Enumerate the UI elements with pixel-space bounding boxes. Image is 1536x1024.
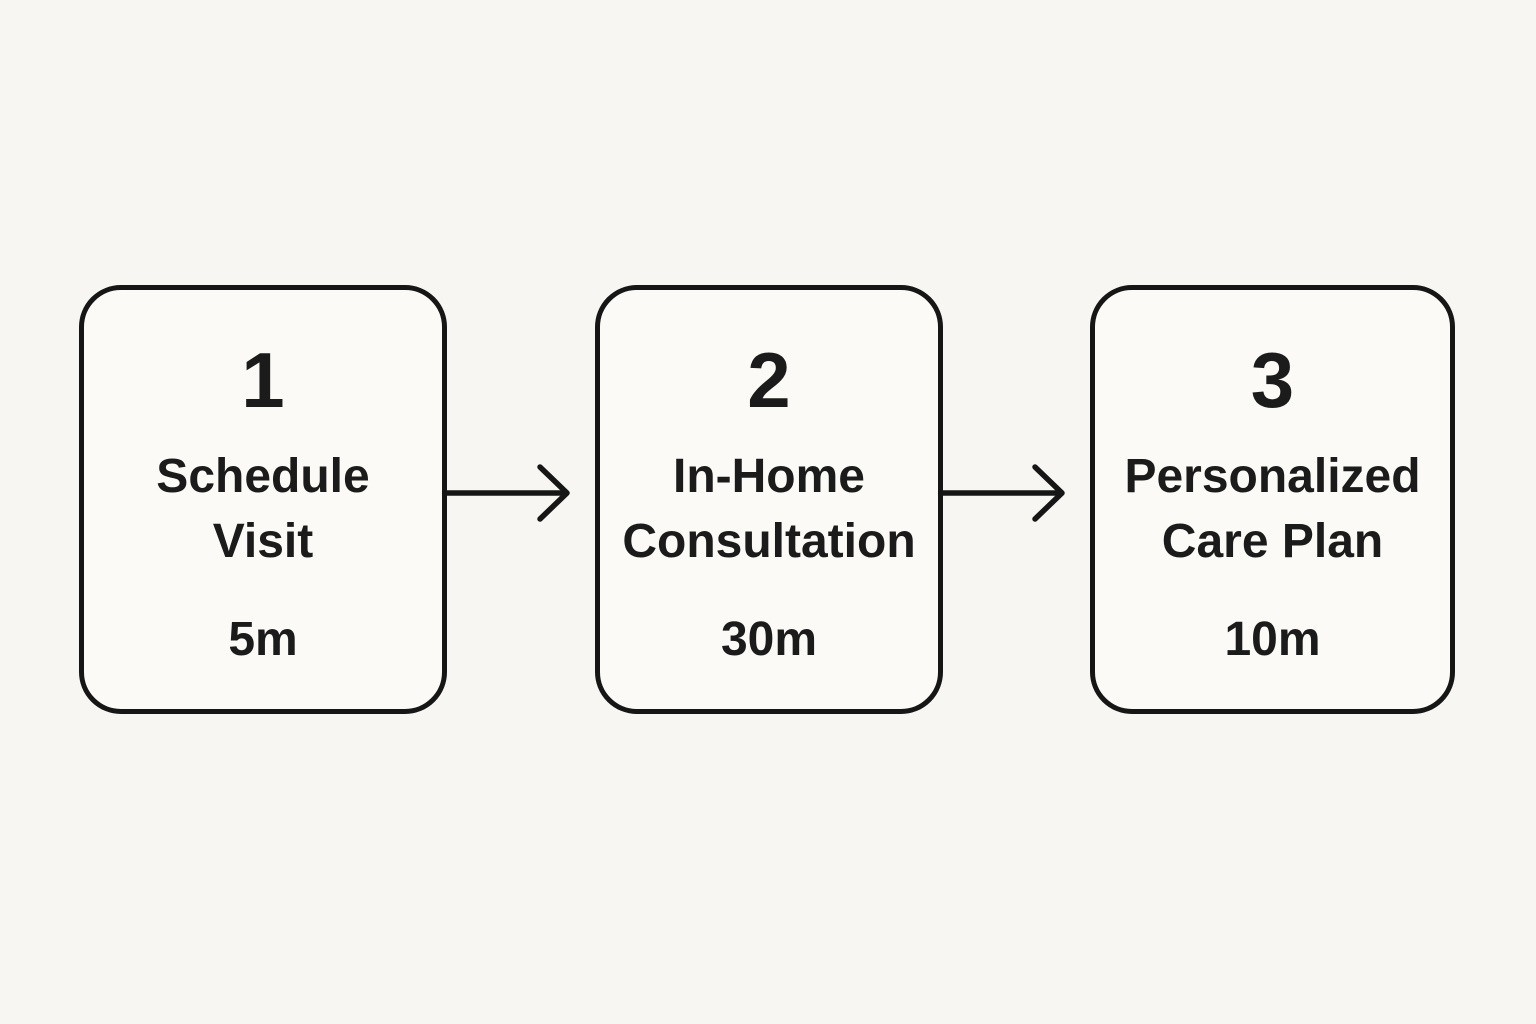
step-title: Schedule Visit	[156, 449, 370, 568]
right-arrow-icon	[447, 433, 595, 553]
step-box-schedule-visit: 1 Schedule Visit 5m	[79, 285, 447, 714]
step-box-personalized-care-plan: 3 Personalized Care Plan 10m	[1090, 285, 1455, 714]
step-number: 2	[747, 335, 791, 424]
step-duration: 30m	[720, 613, 818, 667]
right-arrow-icon	[942, 433, 1090, 553]
step-box-in-home-consultation: 2 In-Home Consultation 30m	[595, 285, 943, 714]
step-number: 3	[1250, 335, 1295, 424]
step-duration: 10m	[1224, 613, 1321, 667]
step-title: In-Home Consultation	[622, 449, 916, 568]
step-title: Personalized Care Plan	[1124, 449, 1421, 568]
step-duration: 5m	[228, 613, 298, 667]
step-number: 1	[241, 335, 285, 424]
